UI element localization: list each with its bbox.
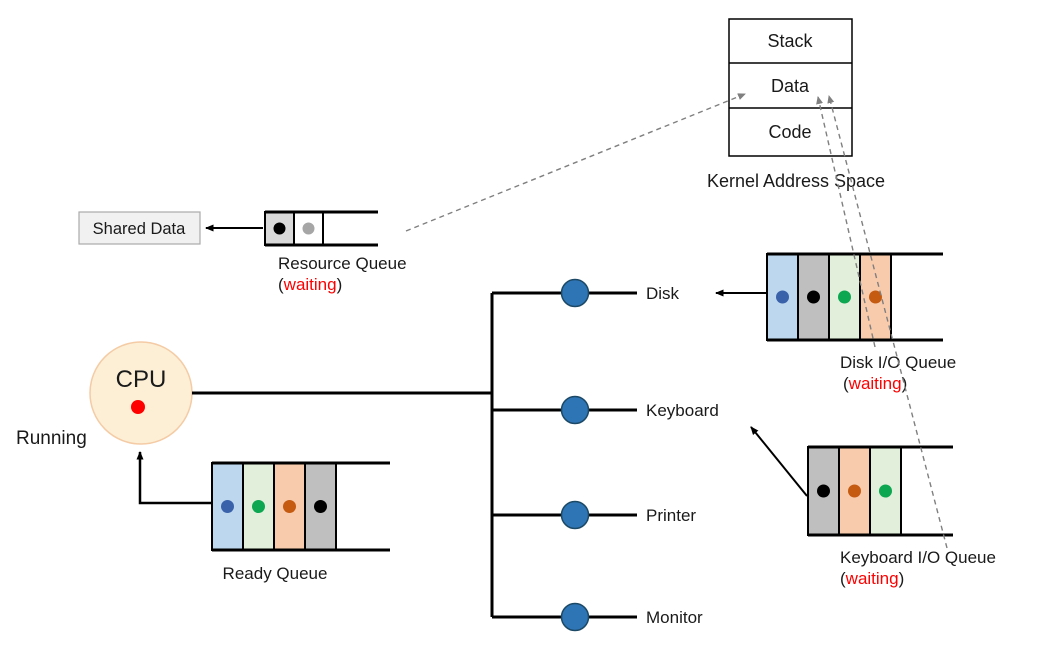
process-dot — [869, 290, 882, 304]
kernel-address-space: Stack Data Code Kernel Address Space — [707, 18, 885, 191]
process-dot — [302, 222, 315, 235]
monitor-device-circle — [560, 602, 590, 632]
kernel-caption: Kernel Address Space — [707, 171, 885, 191]
printer-device-circle — [560, 500, 590, 530]
process-dot — [776, 290, 789, 304]
kernel-row-code: Code — [768, 122, 811, 142]
disk-io-queue — [766, 252, 943, 342]
monitor-device-label: Monitor — [646, 608, 703, 627]
cpu-label: CPU — [116, 366, 167, 393]
process-dot — [807, 290, 820, 304]
paren-open: ( — [843, 374, 849, 393]
paren-close: ) — [337, 275, 343, 294]
shared-data-box — [78, 211, 201, 245]
resource-queue — [264, 210, 378, 247]
ready-queue-label: Ready Queue — [223, 564, 328, 583]
cpu-circle — [89, 341, 193, 445]
disk-queue-to-kernel-data-dashed-arrow — [816, 96, 876, 348]
cpu: CPU Running — [16, 341, 193, 449]
ready-to-cpu-arrow — [136, 451, 211, 505]
paren-open: ( — [278, 275, 284, 294]
process-dot — [252, 500, 265, 513]
process-dot — [848, 484, 861, 498]
process-dot — [283, 500, 296, 513]
waiting-word: waiting — [283, 275, 337, 294]
process-dot — [817, 484, 830, 498]
disk-device-label: Disk — [646, 284, 680, 303]
keyboard-queue-label: Keyboard I/O Queue — [840, 548, 996, 567]
running-process-dot — [131, 400, 145, 414]
kernel-data-links — [405, 93, 948, 549]
printer-device-label: Printer — [646, 506, 696, 525]
keyboard-device-label: Keyboard — [646, 401, 719, 420]
waiting-word: waiting — [845, 569, 899, 588]
resource-queue-label: Resource Queue — [278, 254, 407, 273]
disk-device-circle — [560, 278, 590, 308]
keyboard-queue-to-kernel-data-dashed-arrow — [827, 95, 948, 549]
ready-queue — [211, 461, 390, 552]
kernel-row-data: Data — [771, 76, 810, 96]
process-dot — [314, 500, 327, 513]
keyboard-queue-waiting: (waiting) — [840, 569, 904, 588]
process-dot — [273, 222, 286, 235]
process-dot — [221, 500, 234, 513]
keyboard-device-circle — [560, 395, 590, 425]
process-dot — [879, 484, 892, 498]
running-status-label: Running — [16, 428, 87, 449]
paren-close: ) — [902, 374, 908, 393]
keyboard-queue-to-keyboard-arrow — [750, 426, 808, 497]
resource-queue-waiting: (waiting) — [278, 275, 342, 294]
device-nodes: Disk Keyboard Printer Monitor — [560, 278, 719, 632]
kernel-row-stack: Stack — [767, 31, 813, 51]
kernel-box — [728, 18, 853, 157]
shared-data: Shared Data — [78, 211, 201, 245]
paren-close: ) — [899, 569, 905, 588]
disk-queue-waiting: (waiting) — [843, 374, 907, 393]
resource-to-kernel-data-dashed-arrow — [405, 93, 746, 232]
paren-open: ( — [840, 569, 846, 588]
shared-data-label: Shared Data — [93, 220, 186, 238]
keyboard-io-queue — [807, 445, 953, 537]
waiting-word: waiting — [848, 374, 902, 393]
process-dot — [838, 290, 851, 304]
